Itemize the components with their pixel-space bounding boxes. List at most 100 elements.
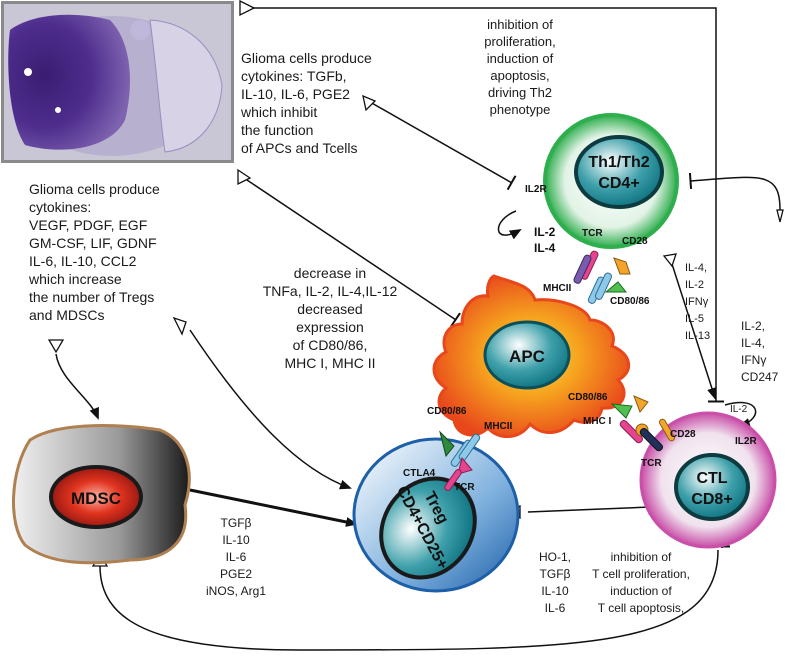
svg-text:cytokines: TGFb,: cytokines: TGFb, xyxy=(241,68,347,84)
svg-text:TNFa, IL-2, IL-4,IL-12: TNFa, IL-2, IL-4,IL-12 xyxy=(263,283,398,299)
svg-text:of CD80/86,: of CD80/86, xyxy=(293,337,368,353)
cd8086-th-label: CD80/86 xyxy=(610,296,650,307)
arrow-mdsc-treg xyxy=(189,488,358,527)
svg-text:T cell apoptosis,: T cell apoptosis, xyxy=(598,601,685,615)
inhibit-line-treg-ctl xyxy=(527,498,651,516)
svg-text:T cell proliferation,: T cell proliferation, xyxy=(592,567,690,581)
svg-text:TGFβ: TGFβ xyxy=(540,567,571,581)
svg-text:Glioma cells produce: Glioma cells produce xyxy=(241,50,372,66)
connector-lines xyxy=(55,7,781,651)
svg-text:and MDSCs: and MDSCs xyxy=(29,307,104,323)
cd28-th-label: CD28 xyxy=(622,236,648,247)
svg-text:induction of: induction of xyxy=(487,51,554,66)
svg-text:iNOS, Arg1: iNOS, Arg1 xyxy=(206,584,266,598)
cd28-ctl-label: CD28 xyxy=(670,429,696,440)
arrow-glioma-mdsc xyxy=(55,353,99,420)
svg-text:expression: expression xyxy=(296,319,364,335)
text-ctl-self: IL-2, IL-4, IFNγ CD247 xyxy=(741,319,779,384)
th-label-line2: CD4+ xyxy=(598,175,639,192)
mdsc-label: MDSC xyxy=(71,489,121,508)
ctl-label-line2: CD8+ xyxy=(691,491,732,508)
treg-cell: Treg CD4+CD25+ xyxy=(352,437,520,593)
il2r-ctl-label: IL2R xyxy=(735,436,757,447)
svg-text:decrease in: decrease in xyxy=(294,265,366,281)
svg-text:TGFβ: TGFβ xyxy=(221,516,252,530)
svg-text:inhibition of: inhibition of xyxy=(487,17,553,32)
svg-text:IL-4,: IL-4, xyxy=(741,336,765,350)
il2-ctl-label: IL-2 xyxy=(730,404,748,415)
svg-text:PGE2: PGE2 xyxy=(220,567,252,581)
inhibit-line-top xyxy=(240,7,724,403)
th-label-line1: Th1/Th2 xyxy=(588,154,649,171)
svg-text:IL-10, IL-6, PGE2: IL-10, IL-6, PGE2 xyxy=(241,86,350,102)
text-glioma-inhibit: Glioma cells produce cytokines: TGFb, IL… xyxy=(240,50,372,156)
text-th-to-ctl: IL-4, IL-2 IFNγ IL-5 IL-13 xyxy=(685,262,710,342)
svg-text:Glioma cells produce: Glioma cells produce xyxy=(29,181,160,197)
text-mdsc-factors: TGFβ IL-10 IL-6 PGE2 iNOS, Arg1 xyxy=(206,516,266,598)
svg-text:IL-6: IL-6 xyxy=(545,601,566,615)
il2-loop-ctl xyxy=(724,401,757,428)
svg-text:cytokines:: cytokines: xyxy=(29,199,91,215)
inhibit-line-th xyxy=(369,101,517,191)
svg-text:phenotype: phenotype xyxy=(490,102,551,117)
text-treg-effect: inhibition of T cell proliferation, indu… xyxy=(592,550,690,615)
il2-th-label: IL-2 xyxy=(534,225,556,239)
il2r-th-label: IL2R xyxy=(525,184,547,195)
text-inhibition-th: inhibition of proliferation, induction o… xyxy=(484,17,556,117)
svg-text:of APCs and Tcells: of APCs and Tcells xyxy=(241,140,357,156)
il2-loop-th xyxy=(497,210,522,240)
tcr-treg-label: TCR xyxy=(454,482,475,493)
svg-text:IL-10: IL-10 xyxy=(222,533,250,547)
arrow-th-ctl xyxy=(671,263,717,400)
text-treg-factors: HO-1, TGFβ IL-10 IL-6 xyxy=(539,550,571,615)
ctl-cell: CTL CD8+ xyxy=(639,411,777,549)
receptor-glyphs xyxy=(439,250,675,491)
svg-text:IL-10: IL-10 xyxy=(541,584,569,598)
cd8086-treg-label: CD80/86 xyxy=(427,406,467,417)
text-glioma-increase: Glioma cells produce cytokines: VEGF, PD… xyxy=(28,181,160,323)
tcr-ctl-label: TCR xyxy=(641,458,662,469)
inhibit-line-ctl-mdsc xyxy=(99,549,719,651)
svg-text:the function: the function xyxy=(241,122,313,138)
cd8086-ctl-label: CD80/86 xyxy=(568,392,608,403)
svg-text:IL-4,: IL-4, xyxy=(685,262,707,274)
svg-text:driving Th2: driving Th2 xyxy=(488,85,552,100)
svg-text:HO-1,: HO-1, xyxy=(539,550,571,564)
svg-text:IL-2,: IL-2, xyxy=(741,319,765,333)
arrow-glioma-treg xyxy=(189,329,352,490)
svg-text:GM-CSF, LIF, GDNF: GM-CSF, LIF, GDNF xyxy=(29,235,157,251)
apc-label: APC xyxy=(509,347,545,366)
svg-text:decreased: decreased xyxy=(297,301,362,317)
svg-text:which increase: which increase xyxy=(28,271,122,287)
svg-text:CD247: CD247 xyxy=(741,370,779,384)
mhci-ctl-label: MHC I xyxy=(583,416,612,427)
svg-text:the number of Tregs: the number of Tregs xyxy=(29,289,154,305)
inhibit-line-ctl-th xyxy=(688,172,781,211)
text-decrease: decrease in TNFa, IL-2, IL-4,IL-12 decre… xyxy=(263,265,398,371)
svg-text:inhibition of: inhibition of xyxy=(611,550,672,564)
svg-text:VEGF, PDGF, EGF: VEGF, PDGF, EGF xyxy=(29,217,147,233)
ctl-label-line1: CTL xyxy=(696,470,727,487)
mdsc-cell: MDSC xyxy=(12,424,191,565)
ctla4-label: CTLA4 xyxy=(403,468,436,479)
svg-text:MHC I, MHC II: MHC I, MHC II xyxy=(285,355,376,371)
svg-text:IL-2: IL-2 xyxy=(685,279,704,291)
svg-text:IL-6: IL-6 xyxy=(226,550,247,564)
svg-text:IL-5: IL-5 xyxy=(685,313,704,325)
svg-text:induction of: induction of xyxy=(610,584,672,598)
svg-text:proliferation,: proliferation, xyxy=(484,34,556,49)
receptor-labels: IL2R IL-2 IL-4 TCR CD28 MHCII CD80/86 CD… xyxy=(403,184,757,493)
brain-histology-image xyxy=(1,1,234,163)
il4-th-label: IL-4 xyxy=(534,241,556,255)
apc-cell: APC xyxy=(432,274,630,438)
svg-text:apoptosis,: apoptosis, xyxy=(490,68,549,83)
svg-text:IL-6, IL-10, CCL2: IL-6, IL-10, CCL2 xyxy=(29,253,137,269)
th-cell: Th1/Th2 CD4+ xyxy=(543,113,679,249)
svg-text:IL-13: IL-13 xyxy=(685,330,710,342)
mhcii-th-label: MHCII xyxy=(543,283,572,294)
svg-text:IFNγ: IFNγ xyxy=(741,353,766,367)
mhcii-treg-label: MHCII xyxy=(484,421,513,432)
svg-text:IFNγ: IFNγ xyxy=(685,296,709,308)
